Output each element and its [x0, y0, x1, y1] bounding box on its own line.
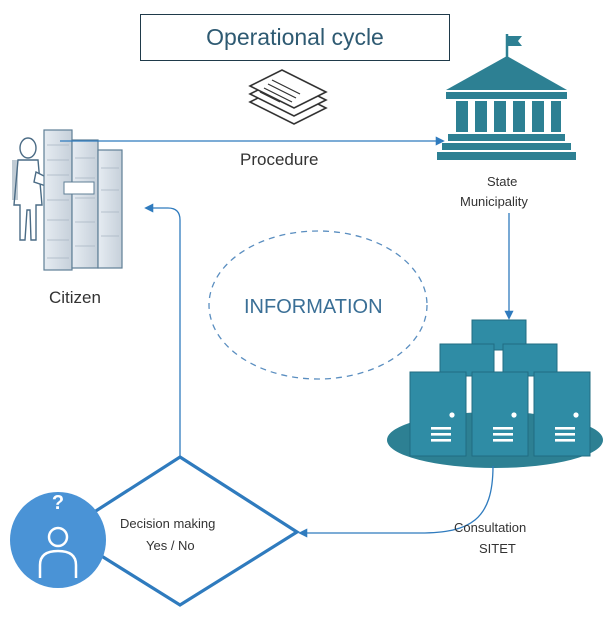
consultation-label: Consultation	[454, 520, 527, 535]
state-label: State	[487, 174, 518, 189]
decision-label-line2: Yes / No	[146, 538, 195, 553]
citizen-at-archive-icon	[12, 129, 123, 271]
sitet-to-decision-arrow	[298, 465, 494, 538]
diagram-title: Operational cycle	[206, 24, 384, 50]
decision-to-citizen-arrow	[144, 203, 181, 457]
municipality-label: Municipality	[460, 194, 528, 209]
person-question-icon: ?	[10, 492, 106, 588]
government-building-icon	[437, 34, 576, 160]
information-label: INFORMATION	[244, 296, 383, 318]
title-box: Operational cycle	[140, 14, 450, 61]
citizen-label: Citizen	[49, 288, 101, 307]
decision-diamond	[60, 455, 300, 607]
decision-label-line1: Decision making	[120, 516, 216, 531]
information-ellipse	[208, 230, 428, 380]
svg-text:?: ?	[52, 492, 64, 514]
sitet-label: SITET	[479, 541, 516, 556]
server-cluster-icon	[387, 319, 603, 468]
procedure-label: Procedure	[240, 150, 319, 169]
documents-stack-icon	[248, 69, 328, 125]
